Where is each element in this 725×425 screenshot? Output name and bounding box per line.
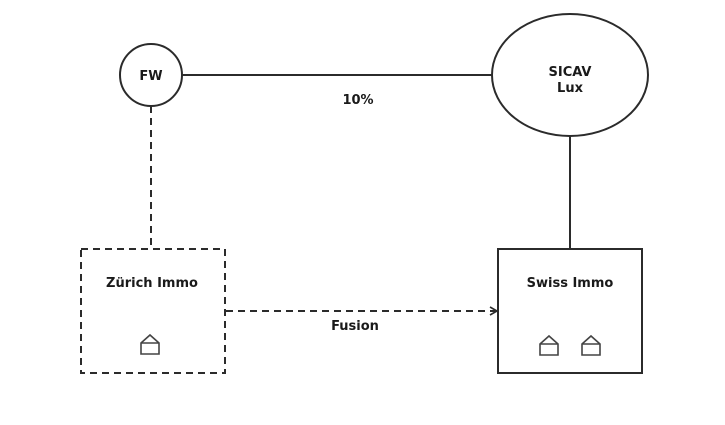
fw-label: FW [139,69,162,84]
node-sicav-lux[interactable]: SICAV Lux [491,13,649,137]
sicav-label-line1: SICAV [549,65,592,80]
sicav-ellipse [491,13,649,137]
node-fw[interactable]: FW [119,43,183,107]
swiss-label: Swiss Immo [527,276,614,291]
zurich-label: Zürich Immo [106,276,198,291]
fw-circle [119,43,183,107]
edge-zurich-swiss-label: Fusion [331,319,379,334]
house-icon [140,333,160,355]
node-zurich-immo[interactable]: Zürich Immo [80,248,226,374]
edge-fw-sicav-label: 10% [342,93,373,108]
sicav-label-line2: Lux [557,81,584,96]
node-swiss-immo[interactable]: Swiss Immo [497,248,643,374]
house-icon [539,334,559,356]
house-icon [581,334,601,356]
swiss-box [497,248,643,374]
